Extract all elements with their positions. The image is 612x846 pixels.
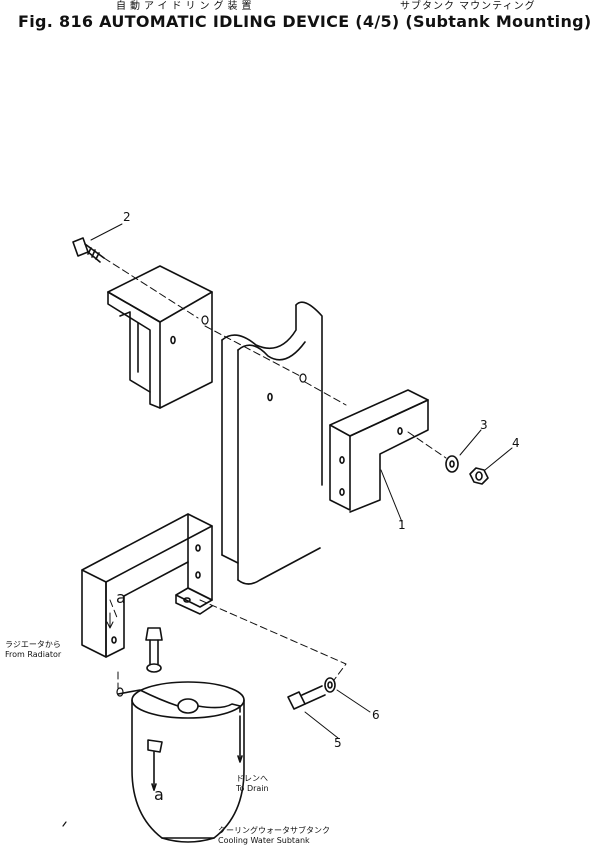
vertical-channel [221, 301, 323, 585]
assembly-lines [103, 257, 447, 689]
note-to-drain-en: To Drain [236, 784, 269, 793]
lower-bracket [81, 513, 213, 658]
leader-2 [90, 223, 123, 241]
washer-vertical [146, 663, 162, 673]
callout-5: 5 [334, 736, 342, 750]
bolt-2 [72, 237, 105, 263]
japanese-title: 自動アイドリング装置 [116, 1, 256, 12]
note-to-drain-jp: ドレンへ [236, 774, 268, 783]
callout-2: 2 [123, 210, 131, 224]
washer-3 [445, 455, 459, 473]
figure-title: Fig. 816 AUTOMATIC IDLING DEVICE (4/5) (… [18, 12, 592, 31]
small-rings [116, 315, 307, 697]
leader-5 [304, 711, 339, 739]
arrow-a-upper [106, 612, 114, 629]
leader-6 [336, 689, 371, 713]
marker-a-upper: a [116, 588, 126, 607]
callout-4: 4 [512, 436, 520, 450]
note-subtank: クーリングウォータサブタンク Cooling Water Subtank [218, 826, 330, 846]
note-from-radiator-jp: ラジエータから [5, 640, 61, 649]
note-subtank-en: Cooling Water Subtank [218, 836, 310, 845]
leader-4 [484, 447, 513, 471]
callout-6: 6 [372, 708, 380, 722]
leader-1 [380, 469, 403, 523]
callout-3: 3 [480, 418, 488, 432]
bolt-vertical [145, 627, 163, 665]
washer-6 [324, 677, 336, 693]
note-from-radiator: ラジエータから From Radiator [5, 640, 61, 660]
note-to-drain: ドレンへ To Drain [236, 774, 269, 794]
leader-3 [459, 429, 482, 456]
callout-1: 1 [398, 518, 406, 532]
nut-4 [469, 467, 489, 485]
marker-a-lower: a [154, 785, 164, 804]
japanese-subtitle: サブタンク マウンティング [400, 1, 536, 12]
tick-mark [62, 821, 67, 827]
cooling-water-subtank [117, 681, 245, 843]
side-bracket-1 [329, 389, 429, 513]
note-subtank-jp: クーリングウォータサブタンク [218, 826, 330, 835]
upper-bracket [107, 265, 213, 409]
bolt-5 [287, 685, 326, 710]
note-from-radiator-en: From Radiator [5, 650, 62, 659]
